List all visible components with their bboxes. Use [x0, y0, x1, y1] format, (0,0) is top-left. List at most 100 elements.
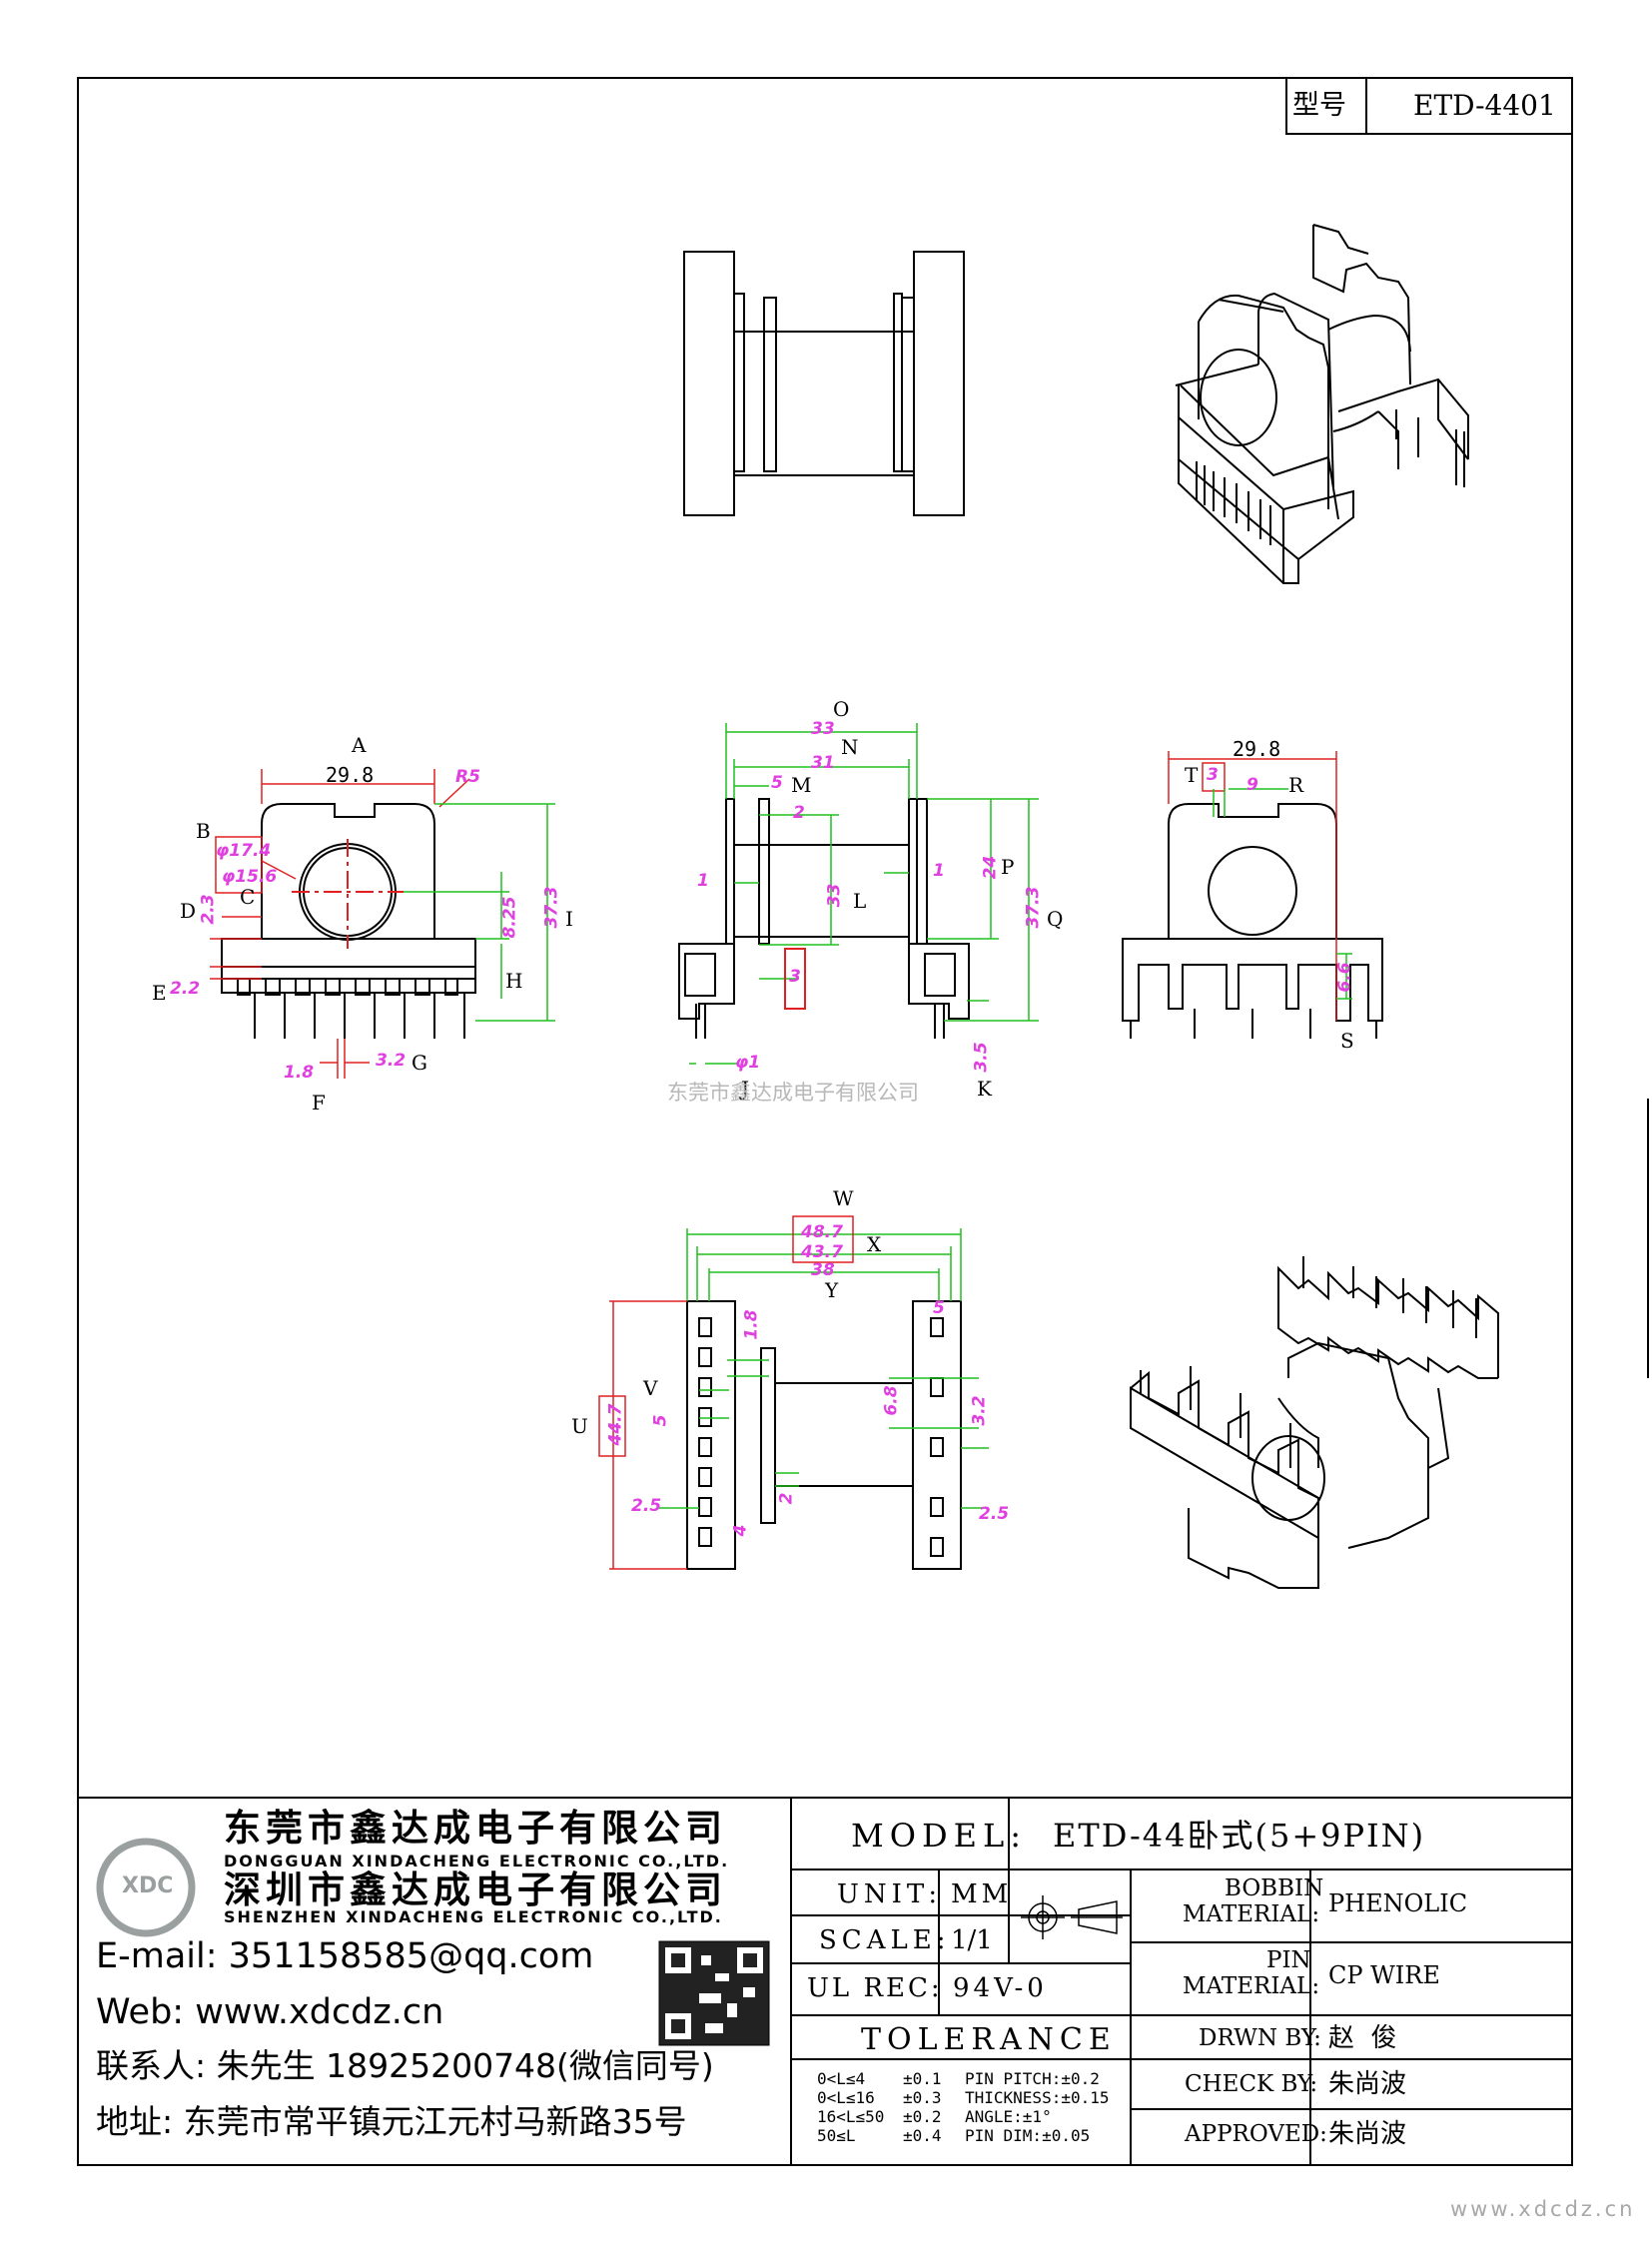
dim-value-e2-2: 2.2 [170, 979, 201, 999]
dim-value-y38: 38 [811, 1260, 835, 1280]
dim-label-r: R [1288, 773, 1304, 797]
title-block-frame [78, 1797, 1572, 2165]
dim-value-phi15: φ15.6 [222, 867, 278, 887]
left-pins [237, 978, 465, 1039]
dim-value-w48-7: 48.7 [801, 1222, 843, 1242]
projection-symbol [1021, 1895, 1123, 1939]
model-box [1285, 77, 1573, 135]
tol-value-3: ±0.2 [903, 2107, 942, 2126]
dim-value-d2-3: 2.3 [198, 894, 219, 925]
bobbin-value: PHENOLIC [1328, 1889, 1468, 1917]
tol-range-1: 0<L≤4 [817, 2069, 866, 2088]
left-dim-lines [210, 769, 470, 1079]
dim-value-q37-3: 37.3 [1023, 886, 1044, 929]
dim-value-o33: 33 [811, 719, 835, 739]
dim-value-2-5-right: 2.5 [979, 1504, 1010, 1524]
dim-label-h: H [505, 969, 523, 993]
dim-value-v5: 5 [650, 1414, 671, 1427]
company-web[interactable]: Web: www.xdcdz.cn [96, 1992, 444, 2032]
drawn-label: DRWN BY: [1199, 2025, 1321, 2051]
bottom-view [686, 1300, 962, 1570]
approved-value: 朱尚波 [1328, 2119, 1407, 2149]
ul-label: UL REC: [807, 1973, 943, 2003]
dim-value-right-29-8: 29.8 [1233, 737, 1281, 761]
ul-value: 94V-0 [953, 1973, 1048, 2003]
dim-label-o: O [833, 697, 850, 721]
dim-label-l: L [853, 889, 867, 913]
dim-value-l33: 33 [824, 883, 845, 908]
tol-value-4: ±0.4 [903, 2126, 942, 2145]
tolerance-label: TOLERANCE [861, 2022, 1117, 2057]
tol-range-3: 16<L≤50 [817, 2107, 885, 2126]
tol-range-2: 0<L≤16 [817, 2088, 875, 2107]
tol-item-3: ANGLE:±1° [965, 2107, 1052, 2126]
qr-pattern-inner [671, 1953, 757, 2033]
dim-label-y: Y [825, 1278, 839, 1302]
company-email[interactable]: E-mail: 351158585@qq.com [96, 1936, 594, 1976]
model-box-value: ETD-4401 [1413, 89, 1556, 122]
dim-value-3: 3 [789, 967, 801, 987]
dim-value-5-bottom: 5 [933, 1298, 945, 1318]
scale-label: SCALE: [819, 1925, 951, 1955]
dim-value-h8-25: 8.25 [499, 896, 520, 939]
corner-watermark: www.xdcdz.cn [1450, 2197, 1636, 2221]
bottom-dim-red [598, 1215, 854, 1570]
sheet-border [77, 77, 1573, 2166]
dim-value-u44-7: 44.7 [605, 1403, 626, 1446]
logo-mark: XDC [122, 1873, 174, 1898]
tol-item-2: THICKNESS:±0.15 [965, 2088, 1110, 2107]
dim-value-2-5-left: 2.5 [631, 1496, 662, 1516]
dim-label-g: G [412, 1051, 427, 1075]
dim-label-m: M [791, 773, 812, 797]
dim-label-q: Q [1047, 907, 1064, 931]
unit-value: MM [951, 1879, 1013, 1909]
left-centerlines [292, 839, 404, 949]
dim-label-i: I [565, 907, 573, 931]
company-contact: 联系人: 朱先生 18925200748(微信同号) [96, 2046, 714, 2085]
dim-value-r9: 9 [1246, 775, 1258, 795]
dim-value-g3-2: 3.2 [376, 1051, 407, 1071]
approved-label: APPROVED: [1185, 2121, 1327, 2147]
dim-value-3-2-bottom: 3.2 [969, 1395, 990, 1426]
dim-value-s6-6: 6.6 [1334, 962, 1355, 993]
dim-label-s: S [1340, 1029, 1354, 1053]
bobbin-label-2: MATERIAL: [1183, 1901, 1320, 1927]
dim-label-n: N [841, 735, 859, 759]
dim-value-r5: R5 [455, 767, 480, 787]
dim-label-c: C [240, 885, 256, 909]
dim-label-t: T [1185, 763, 1199, 787]
dim-value-2: 2 [793, 803, 805, 823]
bobbin-label-1: BOBBIN [1225, 1875, 1324, 1901]
center-watermark: 东莞市鑫达成电子有限公司 [667, 1081, 919, 1105]
tol-value-2: ±0.3 [903, 2088, 942, 2107]
pins-iso-bottom [1140, 1256, 1477, 1468]
dim-label-a: A [352, 733, 367, 757]
dim-value-f1-8: 1.8 [284, 1063, 315, 1083]
drawn-value: 赵 俊 [1328, 2023, 1397, 2053]
tol-item-4: PIN DIM:±0.05 [965, 2126, 1091, 2145]
tol-item-1: PIN PITCH:±0.2 [965, 2069, 1100, 2088]
model-label: MODEL: [851, 1817, 1028, 1855]
dim-value-k3-5: 3.5 [971, 1042, 992, 1073]
company-name-shenzhen: 深圳市鑫达成电子有限公司 [224, 1868, 727, 1911]
scale-value: 1/1 [951, 1925, 993, 1955]
dim-value-6-8: 6.8 [881, 1385, 902, 1416]
dim-value-i37-3: 37.3 [541, 886, 562, 929]
dim-value-1-8-bottom: 1.8 [741, 1309, 762, 1340]
dim-label-e: E [152, 981, 167, 1005]
tol-range-4: 50≤L [817, 2126, 856, 2145]
dim-label-v: V [643, 1376, 658, 1400]
dim-value-t3: 3 [1207, 765, 1219, 785]
right-side-view [1122, 803, 1383, 1039]
middle-view [678, 798, 970, 1039]
bottom-right-teeth [930, 1317, 944, 1557]
dim-value-j1: φ1 [735, 1053, 761, 1073]
pin-label-1: PIN [1266, 1947, 1311, 1973]
tol-value-1: ±0.1 [903, 2069, 942, 2088]
dim-value-x43-7: 43.7 [801, 1242, 843, 1262]
pin-value: CP WIRE [1328, 1961, 1440, 1989]
pins-iso-top [1196, 409, 1465, 545]
iso-view-bottom [1130, 1256, 1499, 1589]
iso-view-top [1175, 224, 1469, 584]
